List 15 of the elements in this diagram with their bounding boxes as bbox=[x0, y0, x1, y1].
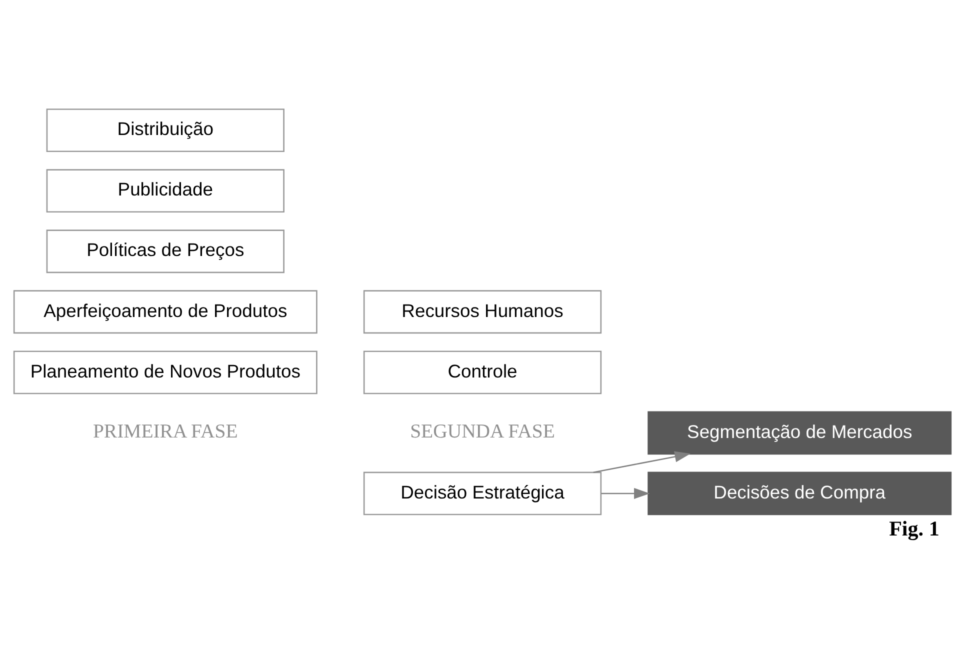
caption: Fig. 1 bbox=[889, 516, 940, 540]
node-box: Publicidade bbox=[46, 168, 284, 212]
node-box: Segmentação de Mercados bbox=[648, 410, 952, 454]
arrow bbox=[601, 487, 650, 498]
node-box: Distribuição bbox=[46, 108, 284, 152]
label: PRIMEIRA FASE bbox=[92, 420, 238, 442]
node-box: Recursos Humanos bbox=[363, 290, 602, 334]
node-box: Decisões de Compra bbox=[648, 471, 952, 515]
label: SEGUNDA FASE bbox=[410, 420, 555, 442]
arrow bbox=[593, 450, 691, 473]
node-box: Políticas de Preços bbox=[46, 229, 284, 273]
node-box: Planeamento de Novos Produtos bbox=[13, 350, 318, 394]
node-box: Decisão Estratégica bbox=[363, 471, 602, 515]
node-box: Aperfeiçoamento de Produtos bbox=[13, 290, 318, 334]
node-box: Controle bbox=[363, 350, 602, 394]
